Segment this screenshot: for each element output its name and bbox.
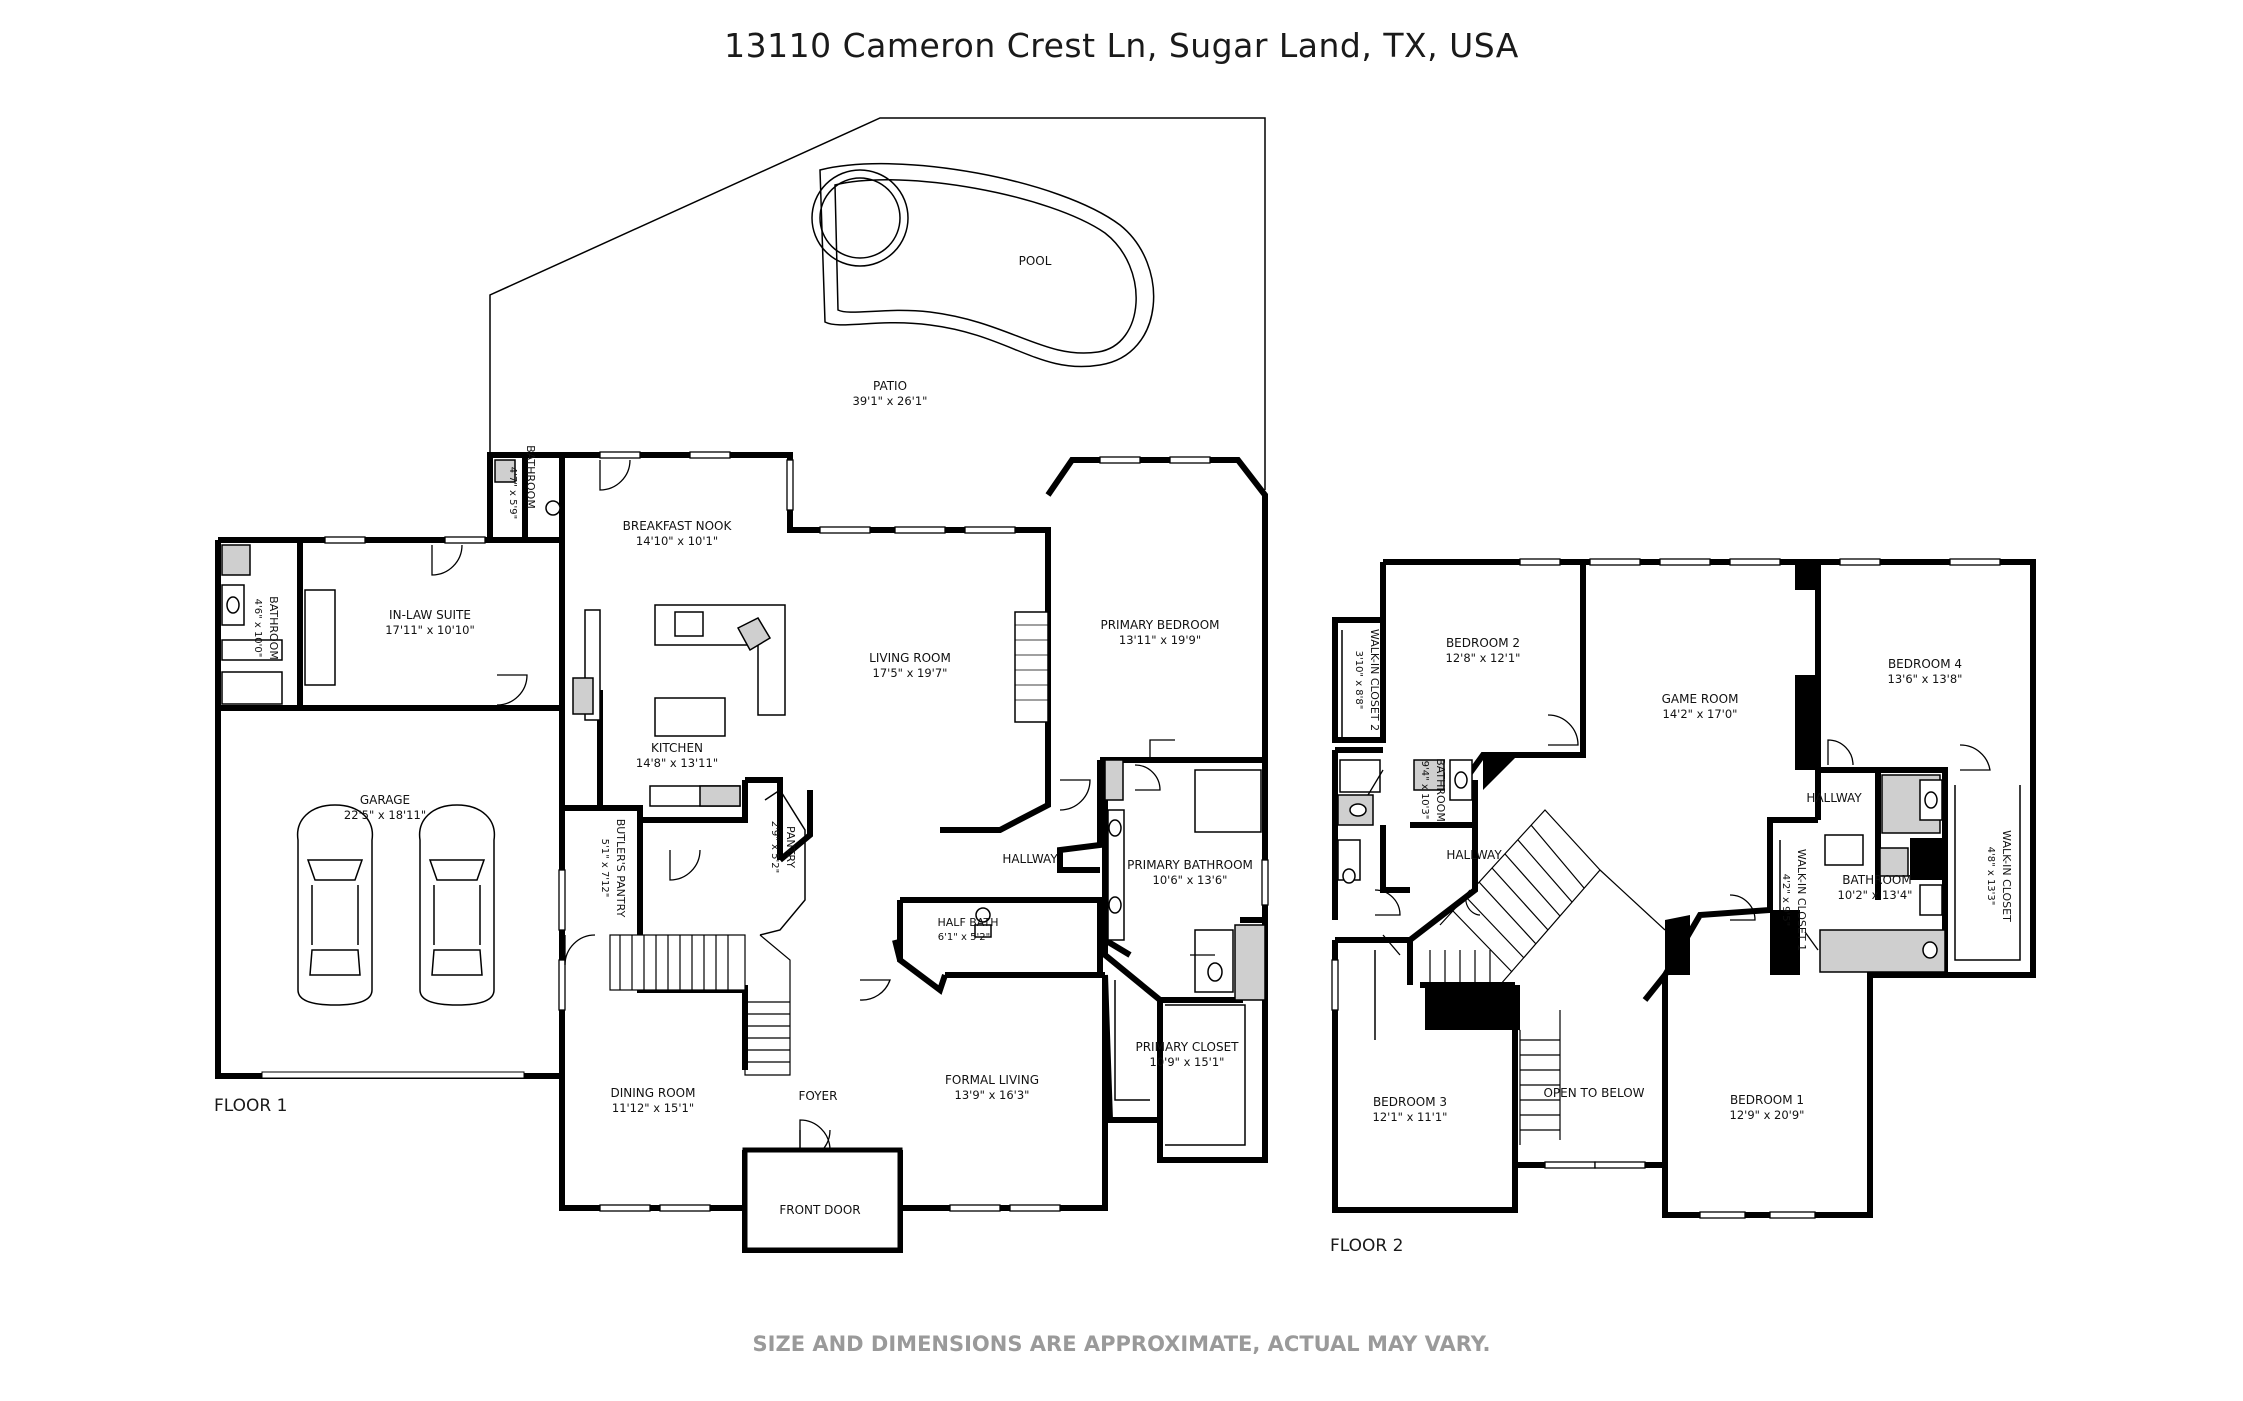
room-dim: 10'6" x 13'6" (1153, 873, 1228, 887)
floor-2-label: FLOOR 2 (1330, 1236, 1404, 1256)
room-name: HALLWAY (1002, 852, 1058, 866)
room-name: HALLWAY (1806, 791, 1862, 805)
room-dim: 10'9" x 15'1" (1150, 1055, 1225, 1069)
kitchen-island (654, 697, 726, 737)
room-name: BATHROOM (524, 445, 537, 509)
floor-2-labels: WALK-IN CLOSET 2 3'10" x 8'8" BEDROOM 2 … (1353, 629, 2013, 1124)
room-dim: 4'8" x 13'3" (1985, 847, 1996, 906)
room-dim: 6'1" x 5'2" (938, 932, 990, 943)
hot-tub (811, 169, 909, 267)
room-name: PANTRY (784, 826, 797, 868)
floor-1-plan (215, 117, 1269, 1253)
room-dim: 10'2" x 13'4" (1838, 888, 1913, 902)
room-dim: 13'9" x 16'3" (955, 1088, 1030, 1102)
fireplace (1014, 611, 1049, 723)
room-name: FOYER (799, 1089, 838, 1103)
room-dim: 2'9" x 5'2" (769, 821, 780, 873)
room-name: WALK-IN CLOSET 1 (1795, 849, 1808, 951)
room-dim: 12'8" x 12'1" (1446, 651, 1521, 665)
room-name: OPEN TO BELOW (1543, 1086, 1644, 1100)
room-dim: 13'6" x 13'8" (1888, 672, 1963, 686)
room-name: KITCHEN (651, 741, 703, 755)
room-dim: 11'12" x 15'1" (612, 1101, 694, 1115)
room-name: BUTLER'S PANTRY (614, 819, 627, 918)
floor-2-plan (1331, 558, 2036, 1219)
garage-walls (215, 705, 565, 1079)
room-dim: 4'7" x 5'9" (507, 467, 518, 519)
room-dim: 12'1" x 11'1" (1373, 1110, 1448, 1124)
room-dim: 14'10" x 10'1" (636, 534, 718, 548)
room-dim: 13'11" x 19'9" (1119, 633, 1201, 647)
room-name: BEDROOM 4 (1888, 657, 1962, 671)
floor-1-label: FLOOR 1 (214, 1096, 288, 1116)
room-name: PRIMARY CLOSET (1135, 1040, 1239, 1054)
room-name: PRIMARY BEDROOM (1100, 618, 1219, 632)
room-name: WALK-IN CLOSET 2 (1368, 629, 1381, 731)
room-dim: 17'5" x 19'7" (873, 666, 948, 680)
floor-1-labels: POOL PATIO 39'1" x 26'1" BATHROOM 4'7" x… (252, 254, 1253, 1217)
room-dim: 5'1" x 7'12" (599, 839, 610, 898)
front-door-box (742, 1147, 903, 1253)
cooktop (674, 611, 704, 637)
room-name: BEDROOM 3 (1373, 1095, 1447, 1109)
room-name: LIVING ROOM (869, 651, 951, 665)
room-dim: 14'2" x 17'0" (1663, 707, 1738, 721)
room-dim: 17'11" x 10'10" (385, 623, 475, 637)
patio-outline (489, 117, 1266, 490)
room-name: PRIMARY BATHROOM (1127, 858, 1253, 872)
room-dim: 4'6" x 10'0" (252, 599, 263, 658)
room-name: PATIO (873, 379, 907, 393)
room-dim: 9'4" x 10'3" (1419, 761, 1430, 820)
car-icon (418, 804, 496, 1006)
room-dim: 3'10" x 8'8" (1353, 651, 1364, 710)
room-name: BEDROOM 1 (1730, 1093, 1804, 1107)
room-name: HALF BATH (938, 916, 999, 929)
room-name: DINING ROOM (611, 1086, 696, 1100)
staircase-floor-1 (609, 934, 791, 1076)
room-name: BATHROOM (1434, 758, 1447, 822)
room-dim: 39'1" x 26'1" (853, 394, 928, 408)
room-dim: 14'8" x 13'11" (636, 756, 718, 770)
room-name: POOL (1019, 254, 1052, 268)
pool-shape (819, 162, 1155, 368)
room-name: BEDROOM 2 (1446, 636, 1520, 650)
car-icon (296, 804, 374, 1006)
room-dim: 12'9" x 20'9" (1730, 1108, 1805, 1122)
room-name: FRONT DOOR (779, 1203, 860, 1217)
room-name: BATHROOM (267, 596, 280, 660)
room-dim: 4'2" x 9'5" (1780, 874, 1791, 926)
room-name: BATHROOM (1842, 873, 1911, 887)
room-name: BREAKFAST NOOK (623, 519, 733, 533)
room-name: IN-LAW SUITE (389, 608, 471, 622)
page-title: 13110 Cameron Crest Ln, Sugar Land, TX, … (724, 26, 1519, 65)
disclaimer: SIZE AND DIMENSIONS ARE APPROXIMATE, ACT… (752, 1332, 1491, 1356)
room-name: GAME ROOM (1662, 692, 1739, 706)
room-name: FORMAL LIVING (945, 1073, 1039, 1087)
room-name: GARAGE (360, 793, 410, 807)
room-name: HALLWAY (1446, 848, 1502, 862)
room-dim: 22'5" x 18'11" (344, 808, 426, 822)
staircase-floor-2 (1429, 809, 1666, 1145)
room-name: WALK-IN CLOSET (2000, 830, 2013, 922)
